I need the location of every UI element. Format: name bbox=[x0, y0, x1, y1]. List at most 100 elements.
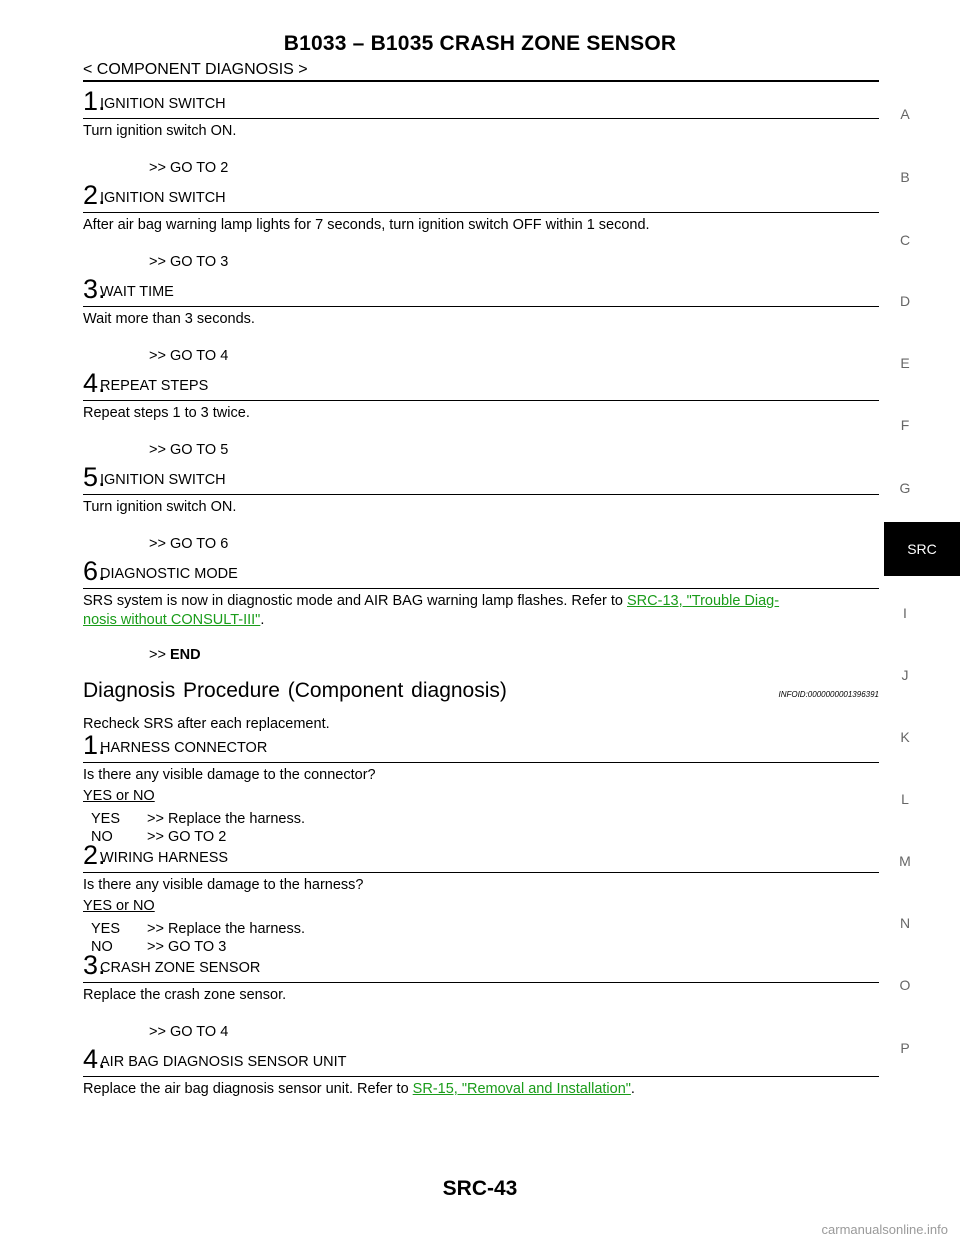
step-body-text: SRS system is now in diagnostic mode and… bbox=[83, 593, 627, 609]
step-heading: 1. HARNESS CONNECTOR bbox=[83, 726, 879, 763]
no-key: NO bbox=[91, 829, 113, 845]
side-index-g[interactable]: G bbox=[899, 480, 911, 496]
step-heading: 2. WIRING HARNESS bbox=[83, 836, 879, 873]
side-index-d[interactable]: D bbox=[899, 293, 911, 309]
step-4-repeat-steps: 4. REPEAT STEPS Repeat steps 1 to 3 twic… bbox=[83, 364, 879, 458]
side-index-n[interactable]: N bbox=[899, 915, 911, 931]
step-body-end: . bbox=[260, 612, 265, 628]
step-goto: >> GO TO 5 bbox=[149, 442, 229, 458]
step-body-text: Replace the air bag diagnosis sensor uni… bbox=[83, 1081, 413, 1097]
side-index-a[interactable]: A bbox=[900, 106, 910, 122]
yes-row: YES >> Replace the harness. bbox=[83, 810, 879, 828]
no-row: NO >> GO TO 3 bbox=[83, 938, 879, 956]
side-index-f[interactable]: F bbox=[900, 417, 910, 433]
step-title: DIAGNOSTIC MODE bbox=[100, 566, 238, 582]
page-number: SRC-43 bbox=[442, 1177, 518, 1200]
side-index-src-active[interactable]: SRC bbox=[884, 522, 960, 576]
info-id: INFOID:0000000001396391 bbox=[778, 690, 879, 699]
step-number: 2. bbox=[83, 180, 106, 210]
side-index-j[interactable]: J bbox=[901, 667, 909, 683]
step-goto: >> GO TO 6 bbox=[149, 536, 229, 552]
link-src-13-trouble-diagnosis[interactable]: SRC-13, "Trouble Diag- bbox=[627, 593, 780, 609]
step-goto: >> GO TO 3 bbox=[149, 254, 229, 270]
step-goto: >> GO TO 2 bbox=[149, 160, 229, 176]
step-title: IGNITION SWITCH bbox=[100, 472, 226, 488]
step-title: CRASH ZONE SENSOR bbox=[100, 960, 261, 976]
step-number: 2. bbox=[83, 840, 106, 870]
step-body: Repeat steps 1 to 3 twice. bbox=[83, 405, 250, 421]
page-subtitle: < COMPONENT DIAGNOSIS > bbox=[83, 61, 308, 78]
yes-row: YES >> Replace the harness. bbox=[83, 920, 879, 938]
side-index-l[interactable]: L bbox=[901, 791, 909, 807]
yes-no-label: YES or NO bbox=[83, 898, 155, 914]
page-content: 1. IGNITION SWITCH Turn ignition switch … bbox=[83, 82, 879, 1099]
step-heading: 2. IGNITION SWITCH bbox=[83, 176, 879, 213]
header-divider bbox=[83, 80, 879, 82]
step-body: Is there any visible damage to the harne… bbox=[83, 877, 364, 893]
step-5-ignition-switch: 5. IGNITION SWITCH Turn ignition switch … bbox=[83, 458, 879, 552]
step-goto: >> END bbox=[83, 647, 879, 663]
step-body: Wait more than 3 seconds. bbox=[83, 311, 255, 327]
step-number: 1. bbox=[83, 86, 106, 116]
step-number: 1. bbox=[83, 730, 106, 760]
step-title: REPEAT STEPS bbox=[100, 378, 209, 394]
yes-key: YES bbox=[91, 921, 121, 937]
step-heading: 1. IGNITION SWITCH bbox=[83, 82, 879, 119]
side-index-b[interactable]: B bbox=[900, 169, 910, 185]
side-index-o[interactable]: O bbox=[899, 977, 911, 993]
side-index-e[interactable]: E bbox=[900, 355, 910, 371]
step-body: After air bag warning lamp lights for 7 … bbox=[83, 217, 650, 233]
yes-action: >> Replace the harness. bbox=[147, 921, 305, 937]
goto-prefix: >> bbox=[149, 647, 166, 663]
step-6-diagnostic-mode: 6. DIAGNOSTIC MODE SRS system is now in … bbox=[83, 552, 879, 663]
side-index-c[interactable]: C bbox=[899, 232, 911, 248]
side-index-m[interactable]: M bbox=[899, 853, 911, 869]
diag-step-2-wiring-harness: 2. WIRING HARNESS Is there any visible d… bbox=[83, 836, 879, 956]
step-title: WIRING HARNESS bbox=[100, 850, 229, 866]
link-sr-15-removal-installation[interactable]: SR-15, "Removal and Installation" bbox=[412, 1081, 631, 1097]
step-body: Replace the air bag diagnosis sensor uni… bbox=[83, 1077, 879, 1099]
no-action: >> GO TO 3 bbox=[147, 939, 227, 955]
step-body: SRS system is now in diagnostic mode and… bbox=[83, 589, 879, 630]
step-title: HARNESS CONNECTOR bbox=[100, 740, 268, 756]
side-index-k[interactable]: K bbox=[900, 729, 910, 745]
step-body-end: . bbox=[630, 1081, 635, 1097]
step-body: Turn ignition switch ON. bbox=[83, 499, 237, 515]
step-body: Is there any visible damage to the conne… bbox=[83, 767, 376, 783]
watermark: carmanualsonline.info bbox=[821, 1222, 948, 1237]
section-title: Diagnosis Procedure (Component diagnosis… bbox=[83, 679, 507, 702]
step-body: Turn ignition switch ON. bbox=[83, 123, 237, 139]
step-number: 3. bbox=[83, 274, 106, 304]
goto-end: END bbox=[169, 647, 201, 663]
step-goto: >> GO TO 4 bbox=[149, 348, 229, 364]
step-heading: 4. REPEAT STEPS bbox=[83, 364, 879, 401]
step-title: IGNITION SWITCH bbox=[100, 190, 226, 206]
side-index-p[interactable]: P bbox=[900, 1040, 910, 1056]
step-number: 3. bbox=[83, 950, 106, 980]
step-heading: 4. AIR BAG DIAGNOSIS SENSOR UNIT bbox=[83, 1040, 879, 1077]
yes-key: YES bbox=[91, 811, 121, 827]
step-title: IGNITION SWITCH bbox=[100, 96, 226, 112]
link-src-13-trouble-diagnosis-cont[interactable]: nosis without CONSULT-III" bbox=[83, 612, 261, 628]
yes-action: >> Replace the harness. bbox=[147, 811, 305, 827]
no-action: >> GO TO 2 bbox=[147, 829, 227, 845]
step-heading: 3. CRASH ZONE SENSOR bbox=[83, 946, 879, 983]
step-number: 4. bbox=[83, 1044, 106, 1074]
no-row: NO >> GO TO 2 bbox=[83, 828, 879, 846]
step-title: WAIT TIME bbox=[100, 284, 174, 300]
yes-no-label: YES or NO bbox=[83, 788, 155, 804]
step-body: Replace the crash zone sensor. bbox=[83, 987, 287, 1003]
no-key: NO bbox=[91, 939, 113, 955]
page-title: B1033 – B1035 CRASH ZONE SENSOR bbox=[283, 32, 677, 55]
step-heading: 3. WAIT TIME bbox=[83, 270, 879, 307]
section-heading: Diagnosis Procedure (Component diagnosis… bbox=[83, 669, 879, 707]
step-3-wait-time: 3. WAIT TIME Wait more than 3 seconds. >… bbox=[83, 270, 879, 364]
diag-step-3-crash-zone-sensor: 3. CRASH ZONE SENSOR Replace the crash z… bbox=[83, 946, 879, 1040]
step-number: 5. bbox=[83, 462, 106, 492]
step-heading: 5. IGNITION SWITCH bbox=[83, 458, 879, 495]
step-goto: >> GO TO 4 bbox=[149, 1024, 229, 1040]
step-2-ignition-switch: 2. IGNITION SWITCH After air bag warning… bbox=[83, 176, 879, 270]
step-title: AIR BAG DIAGNOSIS SENSOR UNIT bbox=[100, 1054, 347, 1070]
side-index-i[interactable]: I bbox=[903, 605, 907, 621]
step-number: 4. bbox=[83, 368, 106, 398]
